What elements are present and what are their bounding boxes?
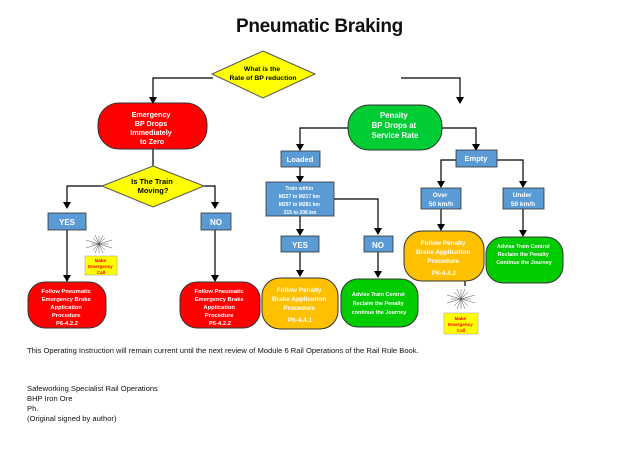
loaded-box: [280, 150, 321, 168]
follow-penalty-2: [403, 230, 485, 282]
decision-rate-text: What is the Rate of BP reduction: [229, 66, 296, 82]
train-within-box: [265, 181, 335, 217]
train-within-text: Train within M227 to M217 km M297 to M28…: [279, 186, 322, 216]
follow-emergency-1: [27, 281, 107, 329]
phone-icon: [85, 234, 113, 254]
operating-note: This Operating Instruction will remain c…: [27, 346, 419, 355]
emergency-call-2-text: Make Emergency Call: [448, 316, 474, 333]
follow-emergency-2-text: Follow Pneumatic Emergency Brake Applica…: [195, 289, 246, 327]
follow-emergency-2: [179, 281, 261, 329]
decision-moving-diamond: [100, 165, 206, 208]
under-text: Under 50 km/h: [511, 192, 535, 208]
over-box: [420, 187, 462, 210]
yes-within-box: [280, 235, 320, 253]
empty-box: [455, 149, 498, 168]
loaded-text: Loaded: [287, 155, 314, 164]
yes-moving-box: [47, 212, 87, 231]
emergency-text: Emergency BP Drops Immediately to Zero: [130, 110, 174, 146]
decision-moving-text: Is The Train Moving?: [131, 177, 175, 195]
penalty-text: Penalty BP Drops at Service Rate: [372, 111, 419, 140]
decision-rate-diamond: [210, 50, 317, 99]
signed-line: (Original signed by author): [27, 414, 117, 423]
no-moving-box: [200, 212, 232, 231]
follow-emergency-1-text: Follow Pneumatic Emergency Brake Applica…: [42, 289, 93, 327]
page-title: Pneumatic Braking: [235, 16, 403, 37]
specialist-line: Safeworking Specialist Rail Operations: [27, 384, 158, 393]
follow-penalty-2-text: Follow Penalty Brake Application Procedu…: [416, 240, 472, 277]
empty-text: Empty: [465, 154, 489, 163]
no-within-box: [363, 235, 394, 253]
emergency-node: [97, 102, 208, 150]
under-box: [502, 187, 545, 210]
phone-line: Ph.: [27, 404, 39, 413]
yes-moving-text: YES: [59, 218, 76, 227]
phone-icon: [446, 288, 476, 310]
advise-2: [485, 236, 564, 284]
company-line: BHP Iron Ore: [27, 394, 73, 403]
yes-within-text: YES: [292, 241, 309, 250]
advise-1: [340, 278, 419, 328]
no-moving-text: NO: [210, 218, 222, 227]
over-text: Over 50 km/h: [429, 192, 453, 208]
advise-1-text: Advise Train Control Reclaim the Penalty…: [352, 292, 407, 316]
connectors: [63, 77, 527, 286]
emergency-call-1: [84, 255, 118, 276]
no-within-text: NO: [372, 241, 384, 250]
follow-penalty-1-text: Follow Penalty Brake Application Procedu…: [272, 287, 328, 324]
advise-2-text: Advise Train Control Reclaim the Penalty…: [496, 244, 551, 266]
emergency-call-2: [443, 312, 479, 335]
emergency-call-1-text: Make Emergency Call: [88, 258, 114, 275]
penalty-node: [347, 104, 443, 151]
follow-penalty-1: [261, 277, 339, 330]
